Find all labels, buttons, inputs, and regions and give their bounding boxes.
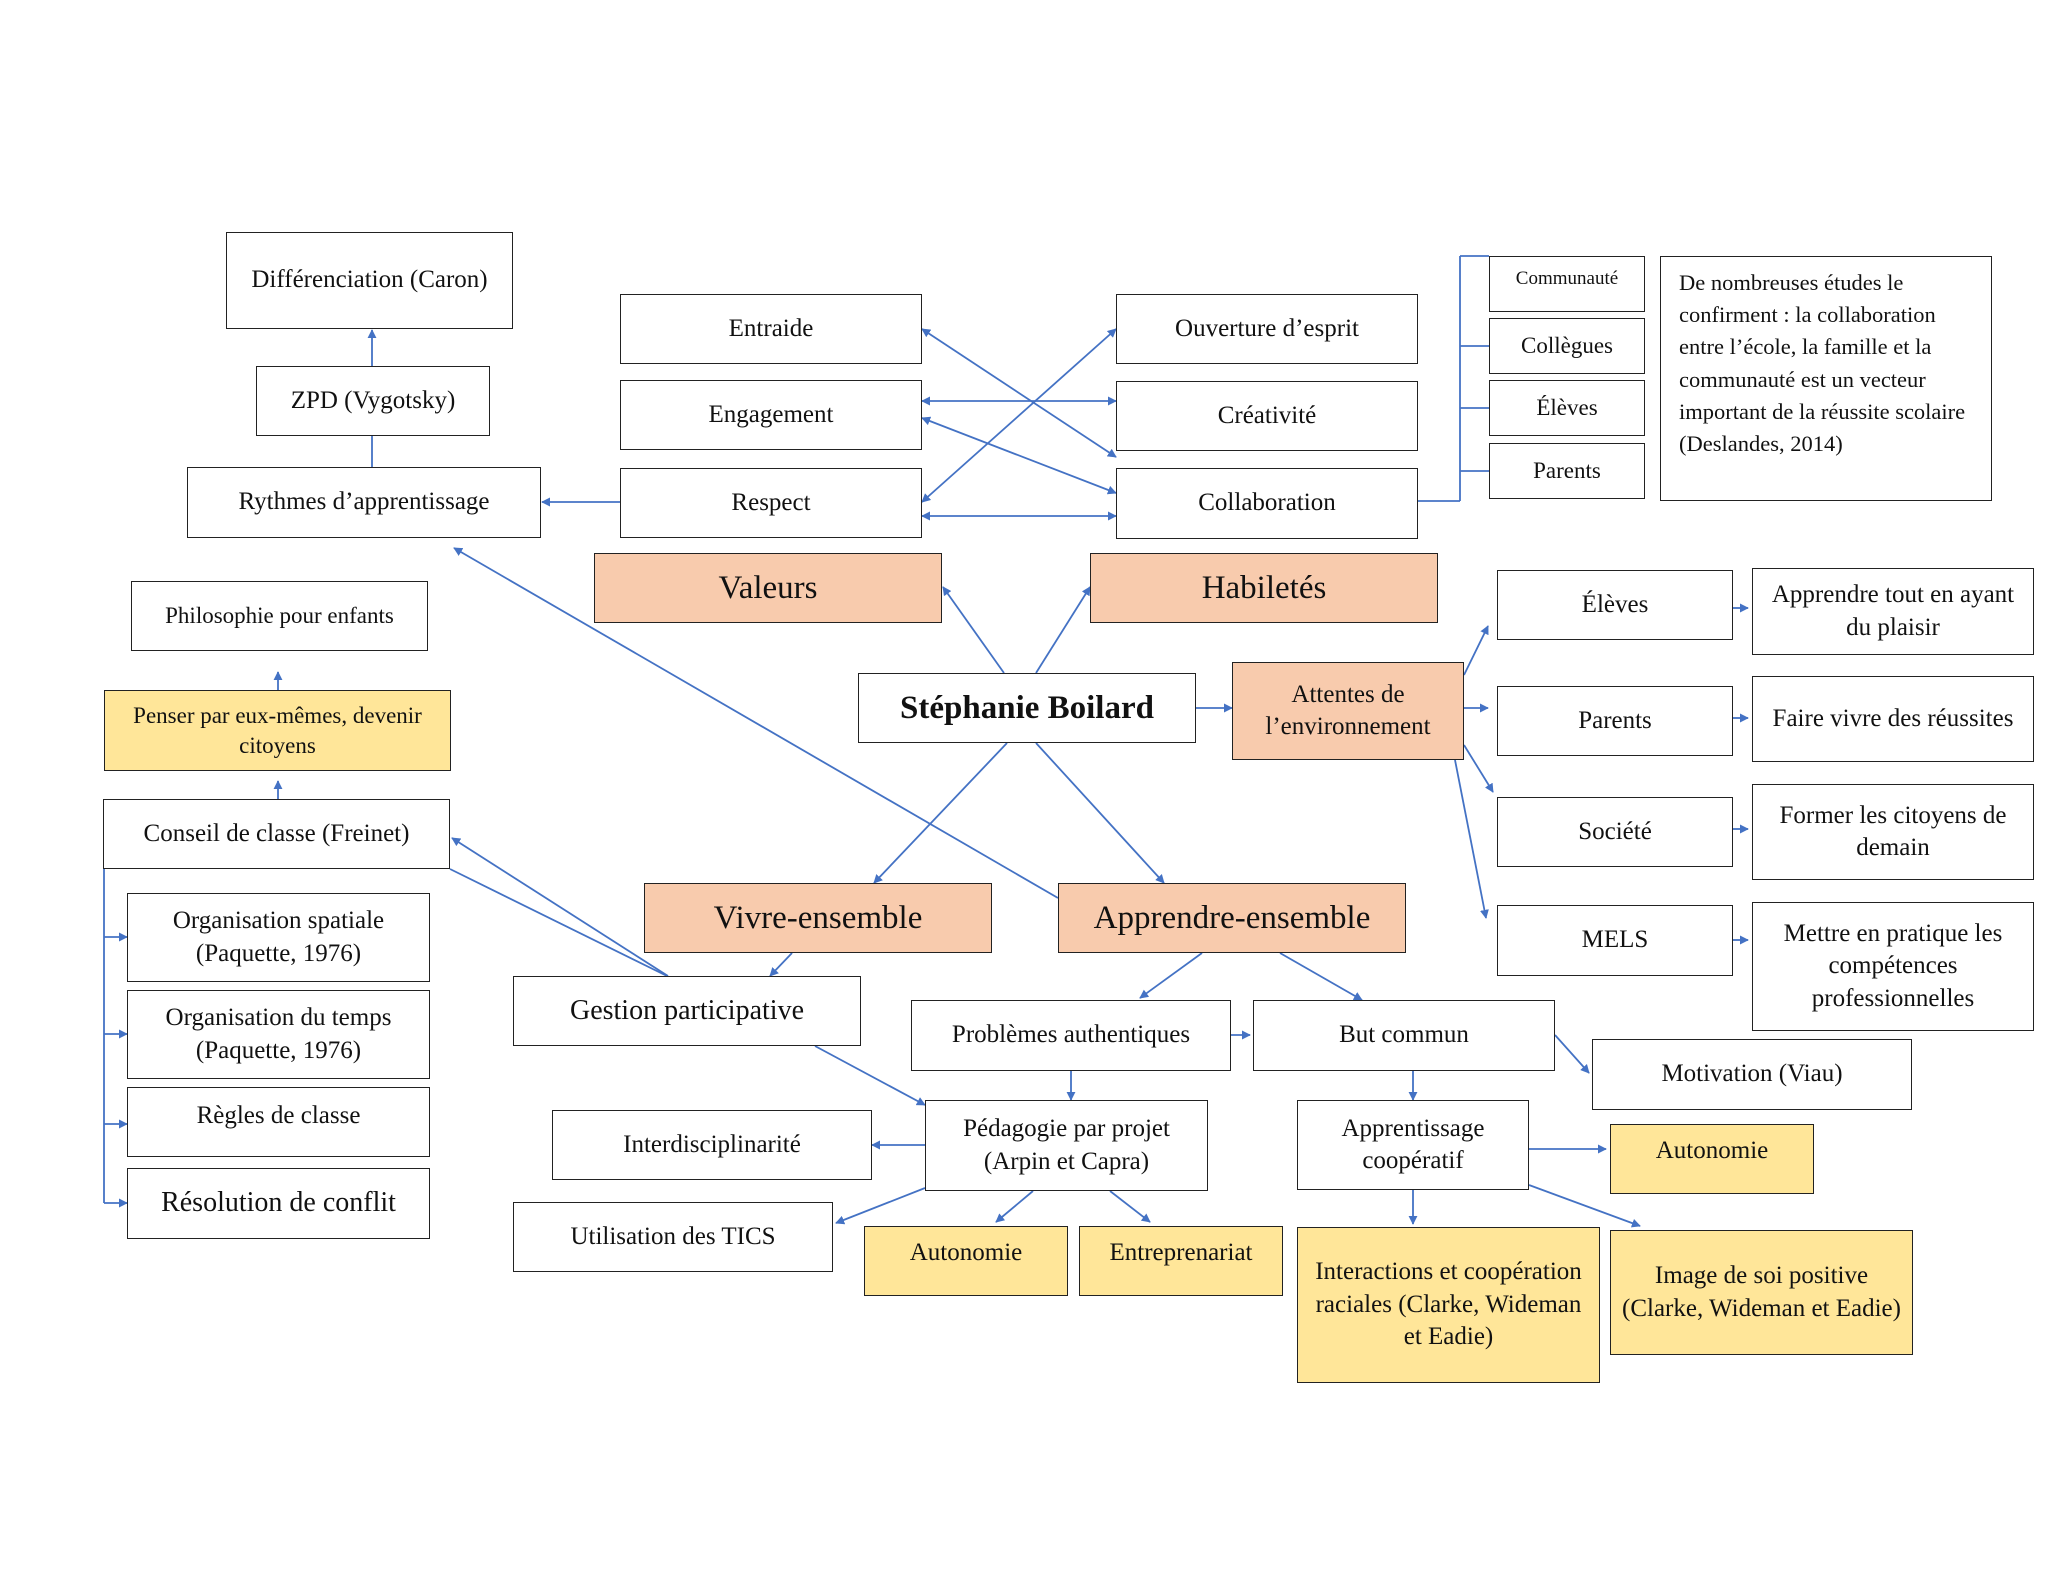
autonomie-pedagogie-node: Autonomie: [864, 1226, 1068, 1296]
connector: [449, 868, 668, 977]
connector: [995, 1190, 1034, 1223]
entrepreneuriat-node: Entreprenariat: [1079, 1226, 1283, 1296]
attente-mels: MELS: [1497, 905, 1733, 976]
connector: [451, 837, 669, 977]
conflit-node: Résolution de conflit: [127, 1168, 430, 1239]
connector: [1139, 952, 1203, 999]
valeur-engagement: Engagement: [620, 380, 922, 450]
connector: [921, 416, 1117, 495]
connector: [873, 742, 1008, 884]
philosophie-node: Philosophie pour enfants: [131, 581, 428, 651]
autonomie-cooperatif-node: Autonomie: [1610, 1124, 1814, 1194]
problemes-node: Problèmes authentiques: [911, 1000, 1231, 1071]
temps-node: Organisation du temps (Paquette, 1976): [127, 990, 430, 1079]
connector: [921, 328, 1117, 458]
category-habiletes: Habiletés: [1090, 553, 1438, 623]
pedagogie-node: Pédagogie par projet (Arpin et Capra): [925, 1100, 1208, 1191]
connector: [921, 328, 1117, 503]
connector: [1528, 1184, 1641, 1228]
goal-societe: Former les citoyens de demain: [1752, 784, 2034, 880]
tics-node: Utilisation des TICS: [513, 1202, 833, 1272]
connector: [835, 1187, 926, 1225]
habilete-creativite: Créativité: [1116, 381, 1418, 451]
regles-node: Règles de classe: [127, 1087, 430, 1157]
category-vivre-ensemble: Vivre-ensemble: [644, 883, 992, 953]
center-node: Stéphanie Boilard: [858, 673, 1196, 743]
spatiale-node: Organisation spatiale (Paquette, 1976): [127, 893, 430, 982]
motivation-node: Motivation (Viau): [1592, 1039, 1912, 1110]
connector: [1463, 625, 1489, 676]
connector: [1109, 1190, 1151, 1223]
partner-parents: Parents: [1489, 443, 1645, 499]
partner-eleves: Élèves: [1489, 380, 1645, 436]
image-soi-node: Image de soi positive (Clarke, Wideman e…: [1610, 1230, 1913, 1355]
connector: [1035, 586, 1091, 674]
research-note: De nombreuses études le confirment : la …: [1660, 256, 1992, 501]
connector: [814, 1045, 926, 1106]
partner-communaute: Communauté: [1489, 256, 1645, 312]
but-commun-node: But commun: [1253, 1000, 1555, 1071]
valeur-entraide: Entraide: [620, 294, 922, 364]
connector: [1463, 744, 1494, 793]
attente-societe: Société: [1497, 797, 1733, 867]
attente-parents: Parents: [1497, 686, 1733, 756]
connector: [1279, 952, 1363, 1001]
connector: [1454, 759, 1489, 919]
habilete-ouverture: Ouverture d’esprit: [1116, 294, 1418, 364]
differenciation-node: Différenciation (Caron): [226, 232, 513, 329]
category-attentes: Attentes de l’environnement: [1232, 662, 1464, 760]
gestion-node: Gestion participative: [513, 976, 861, 1046]
connector: [942, 586, 1005, 674]
rythmes-node: Rythmes d’apprentissage: [187, 467, 541, 538]
connector: [453, 547, 1059, 899]
valeur-respect: Respect: [620, 468, 922, 538]
goal-eleves: Apprendre tout en ayant du plaisir: [1752, 568, 2034, 655]
penser-node: Penser par eux-mêmes, devenir citoyens: [104, 690, 451, 771]
goal-mels: Mettre en pratique les compétences profe…: [1752, 902, 2034, 1031]
goal-parents: Faire vivre des réussites: [1752, 676, 2034, 762]
connector: [769, 952, 793, 977]
zpd-node: ZPD (Vygotsky): [256, 366, 490, 436]
partner-collegues: Collègues: [1489, 318, 1645, 374]
interactions-node: Interactions et coopération raciales (Cl…: [1297, 1227, 1600, 1383]
category-apprendre-ensemble: Apprendre-ensemble: [1058, 883, 1406, 953]
attente-eleves: Élèves: [1497, 570, 1733, 640]
connector: [1035, 742, 1165, 884]
conseil-node: Conseil de classe (Freinet): [103, 799, 450, 869]
category-valeurs: Valeurs: [594, 553, 942, 623]
habilete-collaboration: Collaboration: [1116, 468, 1418, 539]
cooperatif-node: Apprentissage coopératif: [1297, 1100, 1529, 1190]
interdisciplinarite-node: Interdisciplinarité: [552, 1110, 872, 1180]
connector: [1554, 1034, 1590, 1074]
